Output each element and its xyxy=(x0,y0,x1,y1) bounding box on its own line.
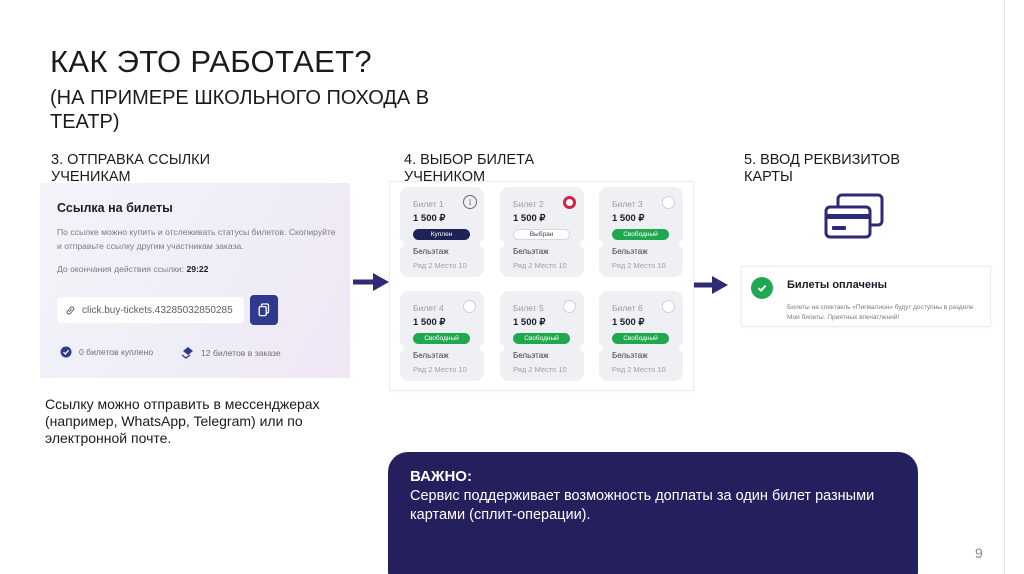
important-text: Сервис поддерживает возможность доплаты … xyxy=(410,488,875,523)
ticket-price: 1 500 ₽ xyxy=(413,213,446,224)
ticket-status-badge: Свободный xyxy=(513,333,570,344)
ticket-selection-grid: Билет 1 i 1 500 ₽ Куплен Бельэтаж Ряд 2 … xyxy=(389,181,694,391)
credit-cards-icon xyxy=(824,193,884,239)
ticket-seat: Ряд 2 Место 10 xyxy=(413,365,467,374)
ticket-card[interactable]: Билет 2 1 500 ₽ Выбран Бельэтаж Ряд 2 Ме… xyxy=(496,187,588,277)
ticket-name: Билет 1 xyxy=(413,199,444,209)
link-icon xyxy=(66,305,75,315)
ticket-name: Билет 2 xyxy=(513,199,544,209)
ticket-seat: Ряд 2 Место 10 xyxy=(612,365,666,374)
ticket-radio[interactable] xyxy=(662,300,675,313)
ticket-seat: Ряд 2 Место 10 xyxy=(612,261,666,270)
check-icon xyxy=(751,277,773,299)
ticket-sector: Бельэтаж xyxy=(413,351,449,360)
ticket-sector: Бельэтаж xyxy=(513,247,549,256)
ticket-card[interactable]: Билет 1 i 1 500 ₽ Куплен Бельэтаж Ряд 2 … xyxy=(396,187,488,277)
ticket-notch xyxy=(595,344,603,352)
ticket-bought-icon xyxy=(60,346,72,358)
ticket-notch xyxy=(496,240,504,248)
ticket-card[interactable]: Билет 3 1 500 ₽ Свободный Бельэтаж Ряд 2… xyxy=(595,187,687,277)
ticket-sector: Бельэтаж xyxy=(413,247,449,256)
tickets-bought-stat: 0 билетов куплено xyxy=(60,346,153,358)
ticket-notch xyxy=(679,344,687,352)
slide-subtitle: (НА ПРИМЕРЕ ШКОЛЬНОГО ПОХОДА В ТЕАТР) xyxy=(50,87,430,133)
step-5-label: 5. ВВОД РЕКВИЗИТОВ КАРТЫ xyxy=(744,152,901,185)
step-3-label: 3. ОТПРАВКА ССЫЛКИ УЧЕНИКАМ xyxy=(51,152,211,185)
ticket-price: 1 500 ₽ xyxy=(612,317,645,328)
ticket-sector: Бельэтаж xyxy=(612,247,648,256)
ticket-notch xyxy=(496,344,504,352)
arrow-right-icon xyxy=(353,273,389,291)
ticket-notch xyxy=(480,240,488,248)
tickets-in-order-stat: 12 билетов в заказе xyxy=(181,346,281,359)
ticket-status-badge: Свободный xyxy=(413,333,470,344)
copy-icon xyxy=(258,303,270,317)
link-url: click.buy-tickets.43285032850285 xyxy=(82,304,233,316)
slide-title: КАК ЭТО РАБОТАЕТ? xyxy=(50,44,372,79)
ticket-card[interactable]: Билет 4 1 500 ₽ Свободный Бельэтаж Ряд 2… xyxy=(396,291,488,381)
ticket-price: 1 500 ₽ xyxy=(612,213,645,224)
ticket-status-badge: Свободный xyxy=(612,229,669,240)
ticket-notch xyxy=(480,344,488,352)
copy-link-button[interactable] xyxy=(250,295,278,325)
tickets-bought-text: 0 билетов куплено xyxy=(79,347,154,357)
ticket-radio[interactable] xyxy=(563,300,576,313)
ticket-price: 1 500 ₽ xyxy=(513,213,546,224)
ticket-radio-selected[interactable] xyxy=(563,196,576,209)
payment-success-title: Билеты оплачены xyxy=(787,279,888,291)
arrow-right-icon xyxy=(692,276,728,294)
ticket-name: Билет 6 xyxy=(612,303,643,313)
payment-success-card: Билеты оплачены Билеты на спектакль «Пиг… xyxy=(741,266,991,327)
ticket-price: 1 500 ₽ xyxy=(513,317,546,328)
link-card-description: По ссылке можно купить и отслеживать ста… xyxy=(57,227,336,251)
ticket-card[interactable]: Билет 5 1 500 ₽ Свободный Бельэтаж Ряд 2… xyxy=(496,291,588,381)
ticket-status-badge: Свободный xyxy=(612,333,669,344)
ticket-sector: Бельэтаж xyxy=(612,351,648,360)
ticket-seat: Ряд 2 Место 10 xyxy=(513,261,567,270)
ticket-seat: Ряд 2 Место 10 xyxy=(413,261,467,270)
link-timer-label: До окончания действия ссылки: xyxy=(57,264,185,274)
important-heading: ВАЖНО: xyxy=(410,468,472,485)
page-number: 9 xyxy=(975,545,983,561)
link-timer: До окончания действия ссылки: 29:22 xyxy=(57,264,208,274)
ticket-card[interactable]: Билет 6 1 500 ₽ Свободный Бельэтаж Ряд 2… xyxy=(595,291,687,381)
ticket-status-badge: Куплен xyxy=(413,229,470,240)
ticket-notch xyxy=(580,240,588,248)
slide-border xyxy=(1004,0,1005,574)
step-3-caption: Ссылку можно отправить в мессенджерах (н… xyxy=(45,396,320,446)
ticket-sector: Бельэтаж xyxy=(513,351,549,360)
ticket-radio[interactable] xyxy=(662,196,675,209)
ticket-notch xyxy=(396,240,404,248)
ticket-link-card: Ссылка на билеты По ссылке можно купить … xyxy=(40,183,350,378)
link-url-field[interactable]: click.buy-tickets.43285032850285 xyxy=(57,297,244,323)
ticket-name: Билет 4 xyxy=(413,303,444,313)
payment-success-description: Билеты на спектакль «Пигмалион» будут до… xyxy=(787,304,974,321)
ticket-name: Билет 3 xyxy=(612,199,643,209)
ticket-notch xyxy=(595,240,603,248)
important-note: ВАЖНО: Сервис поддерживает возможность д… xyxy=(388,452,918,574)
ticket-status-badge: Выбран xyxy=(513,229,570,240)
ticket-price: 1 500 ₽ xyxy=(413,317,446,328)
link-card-title: Ссылка на билеты xyxy=(57,201,173,215)
ticket-notch xyxy=(580,344,588,352)
tickets-in-order-text: 12 билетов в заказе xyxy=(201,347,281,358)
link-timer-value: 29:22 xyxy=(186,264,209,274)
tickets-stack-icon xyxy=(181,347,193,359)
ticket-seat: Ряд 2 Место 10 xyxy=(513,365,567,374)
info-icon[interactable]: i xyxy=(463,195,477,209)
ticket-notch xyxy=(679,240,687,248)
ticket-radio[interactable] xyxy=(463,300,476,313)
ticket-notch xyxy=(396,344,404,352)
ticket-name: Билет 5 xyxy=(513,303,544,313)
